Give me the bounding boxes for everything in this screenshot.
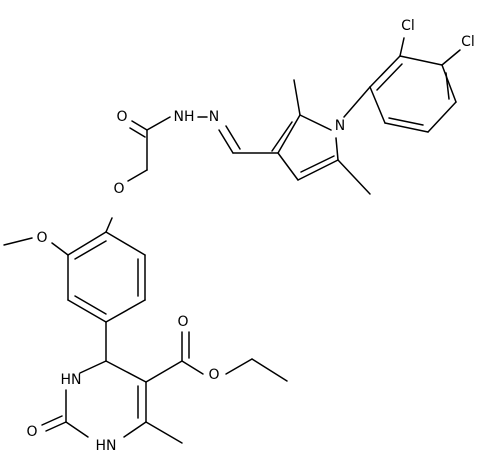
bond-ch-n-double-2 [225, 125, 241, 150]
bond-ester-c-o [181, 360, 204, 375]
atom-n-pyrrole: N [335, 118, 345, 134]
bond-ring-methyl [145, 421, 183, 444]
atom-nh-ring-lower: HN [96, 438, 117, 454]
bond-c-cl-upper [399, 37, 405, 57]
bond-nh-carbonyl [146, 116, 171, 131]
bond-ch-n-double-1 [218, 129, 234, 154]
atom-o-ether: O [113, 181, 124, 197]
pyrimidinone-ring [65, 360, 147, 438]
bond-ch2-ch3 [251, 358, 288, 382]
bond-methyl-upper-pyrrole [293, 79, 301, 116]
bond-o-aryl [105, 217, 113, 233]
bond-methyl-lower-pyrrole [337, 159, 371, 195]
methoxyphenyl-ring [67, 231, 146, 323]
bond-c-o-double-2 [129, 127, 146, 138]
bond-aryl-n [343, 86, 371, 118]
atom-cl-upper: Cl [401, 18, 415, 34]
bond-o-ch2 [225, 358, 253, 375]
bond-o-methyl [3, 237, 33, 246]
dichlorophenyl-ring [369, 55, 457, 133]
bond-ring-ester-c [145, 360, 183, 383]
bond-c-cl-right [441, 49, 461, 66]
atom-o-ester-carbonyl: O [177, 314, 188, 330]
atom-nh-ring-upper: HN [61, 372, 82, 388]
bond-c-o-urea-1 [45, 421, 67, 432]
atom-cl-right: Cl [461, 34, 475, 50]
bond-aryl-o-methoxy [51, 242, 69, 256]
atom-o-amide: O [116, 109, 127, 125]
bond-c-o-urea-2 [41, 415, 63, 426]
atom-o-methoxy: O [36, 230, 47, 246]
bond-ch2-o [127, 169, 148, 182]
atom-o-ester: O [208, 367, 219, 383]
atom-n-imine: N [209, 109, 219, 125]
pyrrole-ring [271, 114, 339, 181]
atom-o-urea: O [26, 424, 37, 440]
atom-nh-hydrazide: NH [174, 109, 195, 125]
bond-c-o-double-1 [131, 120, 148, 131]
